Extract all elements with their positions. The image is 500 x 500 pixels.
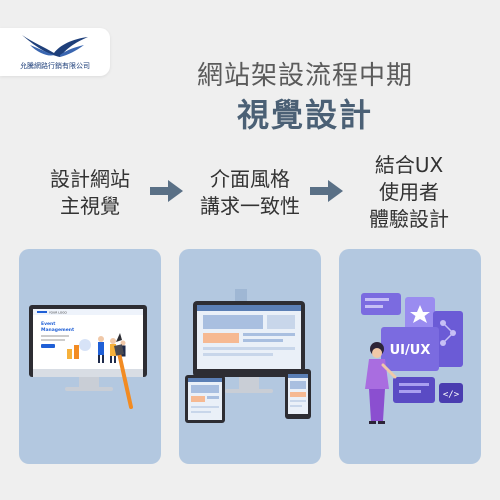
- mock-heading-1: Event: [41, 321, 56, 327]
- step-1-line-2: 主視覺: [60, 194, 120, 218]
- uiux-label: UI/UX: [390, 343, 431, 358]
- star-icon: [410, 305, 430, 323]
- step-1-line-1: 設計網站: [50, 167, 130, 191]
- step-2-line-2: 講求一致性: [200, 194, 300, 218]
- company-name: 允騰網路行銷有限公司: [20, 62, 90, 70]
- responsive-devices-illustration: [185, 289, 311, 423]
- code-icon: </>: [443, 390, 460, 400]
- card-uiux-illustration: UI/UX </>: [339, 249, 481, 464]
- step-1-text: 設計網站 主視覺: [20, 166, 160, 220]
- card-design-illustration: YOUR LOGO Event Management: [19, 249, 161, 464]
- eagle-icon: [22, 35, 88, 57]
- arrow-right-icon: [310, 180, 343, 202]
- page-subtitle: 網站架設流程中期: [196, 61, 413, 91]
- mock-heading-2: Management: [41, 327, 75, 333]
- mock-brand-text: YOUR LOGO: [49, 311, 68, 315]
- step-3-line-1: 結合UX: [374, 153, 444, 177]
- page-title: 視覺設計: [236, 96, 373, 134]
- step-3-text: 結合UX 使用者 體驗設計: [339, 152, 479, 233]
- monitor-design-illustration: YOUR LOGO Event Management: [29, 305, 147, 409]
- step-2-text: 介面風格 講求一致性: [180, 166, 320, 220]
- company-logo: 允騰網路行銷有限公司: [0, 28, 110, 76]
- uiux-designer-illustration: UI/UX </>: [361, 293, 463, 424]
- card-devices-illustration: [179, 249, 321, 464]
- step-2-line-1: 介面風格: [210, 167, 290, 191]
- step-3-line-2: 使用者: [379, 180, 439, 204]
- step-3-line-3: 體驗設計: [369, 207, 449, 231]
- arrow-right-icon: [150, 180, 183, 202]
